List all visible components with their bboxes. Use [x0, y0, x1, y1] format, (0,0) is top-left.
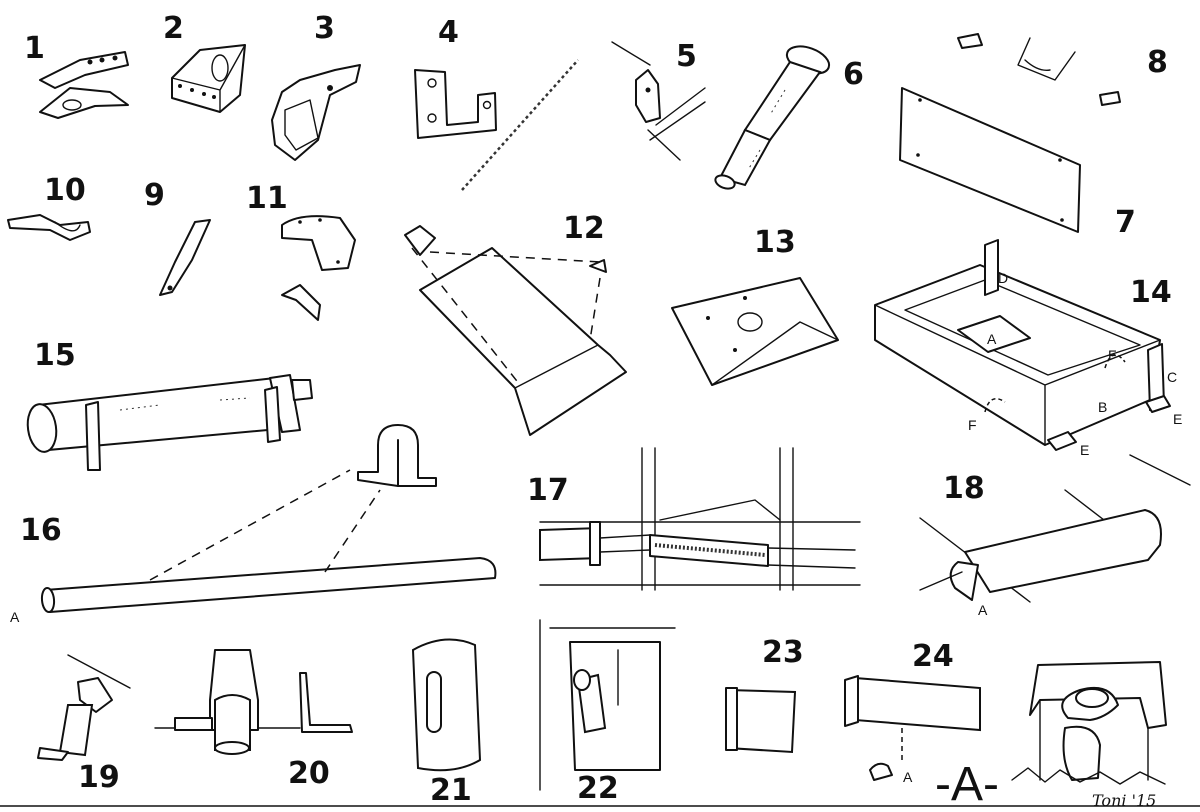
part-number-10: 10	[44, 173, 86, 208]
part-15-cylinder	[26, 374, 313, 471]
part-3-strap-mount	[271, 64, 361, 161]
part-number-3: 3	[314, 11, 335, 46]
view-label: -A-	[935, 758, 999, 811]
part-13-plate	[671, 277, 839, 386]
tray-label-d: D	[998, 270, 1008, 286]
part-12-panel	[404, 225, 627, 436]
part-7-plate	[899, 87, 1081, 233]
part-6-tube	[714, 45, 831, 190]
tray-label-a: A	[987, 331, 997, 347]
part-1-brackets	[39, 51, 129, 119]
part-16-tube	[40, 424, 497, 613]
tray-label-f2: F	[1108, 347, 1117, 363]
part-number-11: 11	[246, 181, 288, 216]
part-11-covers	[281, 215, 356, 321]
part-number-6: 6	[843, 57, 864, 92]
pipe-label-a: A	[978, 602, 988, 618]
part-number-1: 1	[24, 31, 45, 66]
part-18-tank	[919, 454, 1191, 603]
part-21-shield	[411, 638, 482, 772]
tray-label-e2: E	[1173, 411, 1182, 427]
part-9-link	[159, 219, 211, 296]
part-number-14: 14	[1130, 275, 1172, 310]
tray-label-f1: F	[968, 417, 977, 433]
part-number-12: 12	[563, 211, 605, 246]
part-number-23: 23	[762, 635, 804, 670]
part-number-18: 18	[943, 471, 985, 506]
part-number-19: 19	[78, 760, 120, 795]
snoopy-cartoon	[1011, 661, 1167, 785]
part-number-16: 16	[20, 513, 62, 548]
part-number-8: 8	[1147, 45, 1168, 80]
part-14-tray	[874, 239, 1171, 451]
tray-label-c: C	[1167, 369, 1177, 385]
part-24-beam	[844, 675, 981, 781]
tray-label-b: B	[1098, 399, 1107, 415]
part-20-fittings	[154, 649, 353, 755]
part-number-21: 21	[430, 773, 472, 808]
part-17-detail	[539, 447, 861, 591]
tray-label-e1: E	[1080, 442, 1089, 458]
part-number-20: 20	[288, 756, 330, 791]
part-number-22: 22	[577, 771, 619, 806]
part-19-strut	[37, 654, 131, 761]
part-number-13: 13	[754, 225, 796, 260]
part-8-plates	[957, 33, 1121, 106]
part-number-4: 4	[438, 15, 459, 50]
part-10-clamp	[7, 214, 91, 241]
part-number-5: 5	[676, 39, 697, 74]
tube-label-a: A	[10, 609, 20, 625]
part-number-24: 24	[912, 639, 954, 674]
part-number-labels: 1 2 3 4 5 6 7 8 9 10 11 12 13 14 15 16 1…	[20, 11, 1172, 808]
part-5-clip	[611, 41, 706, 161]
part-4-bracket	[414, 59, 579, 191]
detail-letters: A B C D E E F F A A A	[10, 270, 1182, 785]
part-number-2: 2	[163, 11, 184, 46]
part-23-block	[725, 687, 797, 754]
part-number-17: 17	[527, 473, 569, 508]
part-2-block	[171, 44, 246, 113]
part-number-9: 9	[144, 178, 165, 213]
bracket-label-a: A	[903, 769, 913, 785]
part-22-hatch	[539, 619, 676, 791]
part-number-15: 15	[34, 338, 76, 373]
artist-signature: Toni '15	[1092, 791, 1156, 810]
part-number-7: 7	[1115, 205, 1136, 240]
